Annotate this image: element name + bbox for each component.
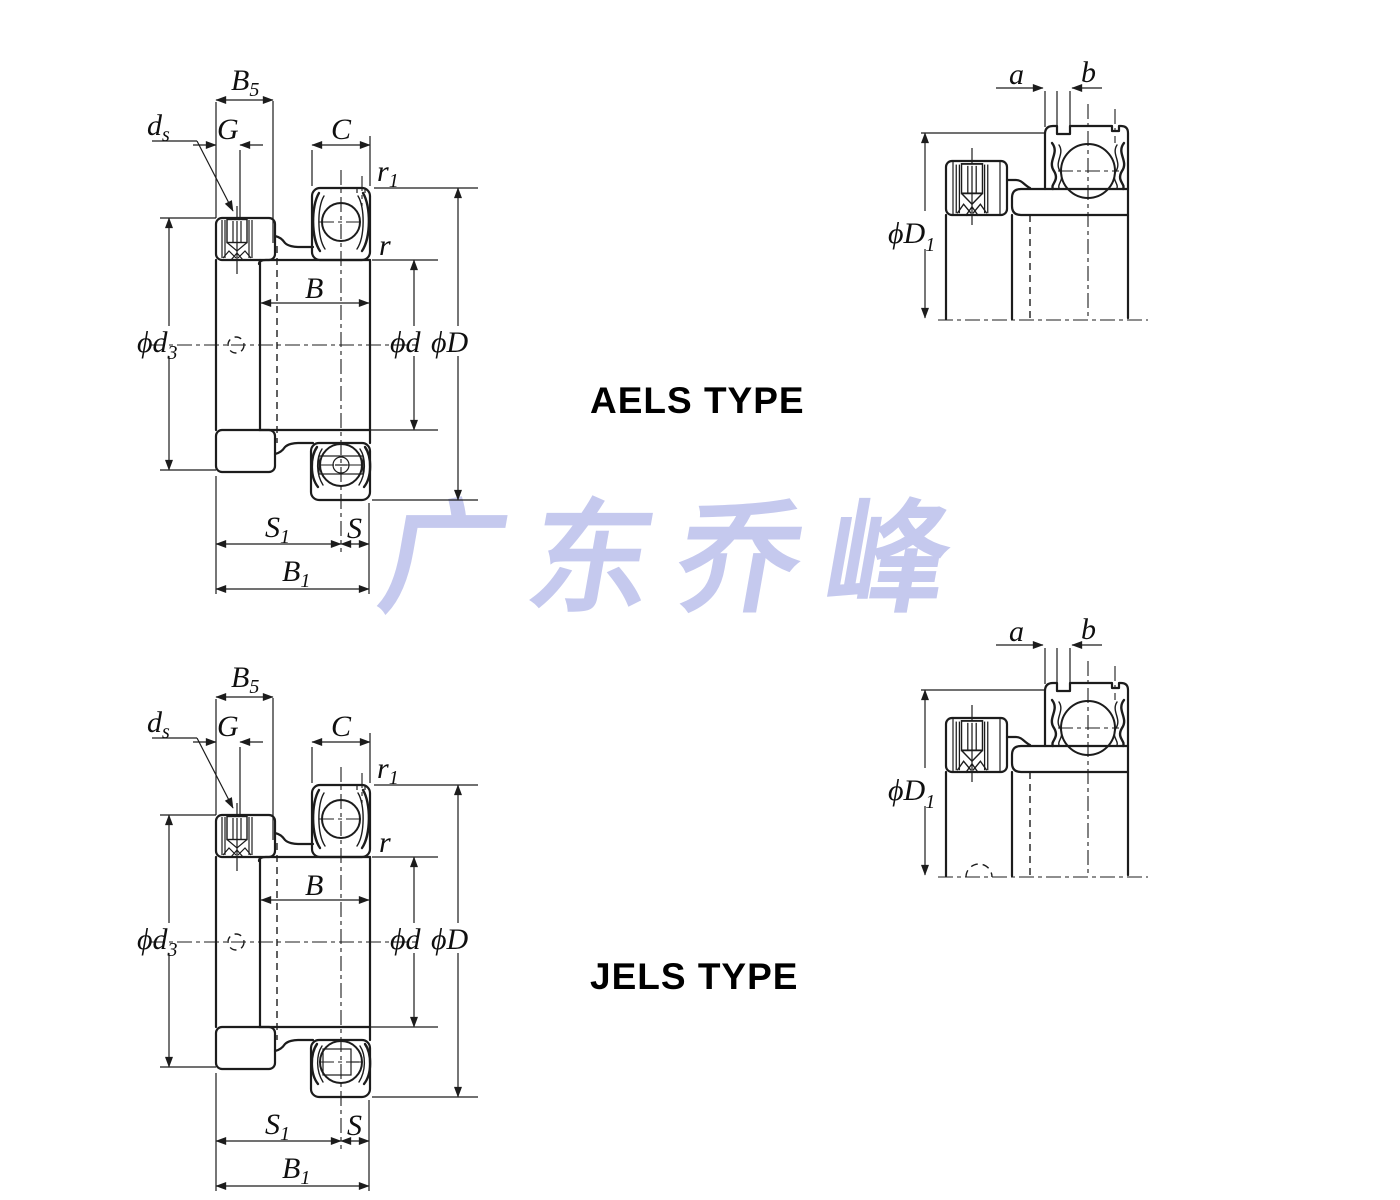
jels-end-view xyxy=(888,613,1148,877)
jels-side-view xyxy=(137,661,478,1191)
aels-side-view xyxy=(137,64,478,594)
aels-lower-ball-insert xyxy=(318,455,364,475)
aels-type-title: AELS TYPE xyxy=(590,380,805,421)
jels-hidden-screw-arc xyxy=(965,863,993,878)
jels-lower-ball-insert xyxy=(322,1048,359,1076)
jels-type-title: JELS TYPE xyxy=(590,956,798,997)
aels-end-view xyxy=(888,56,1148,320)
